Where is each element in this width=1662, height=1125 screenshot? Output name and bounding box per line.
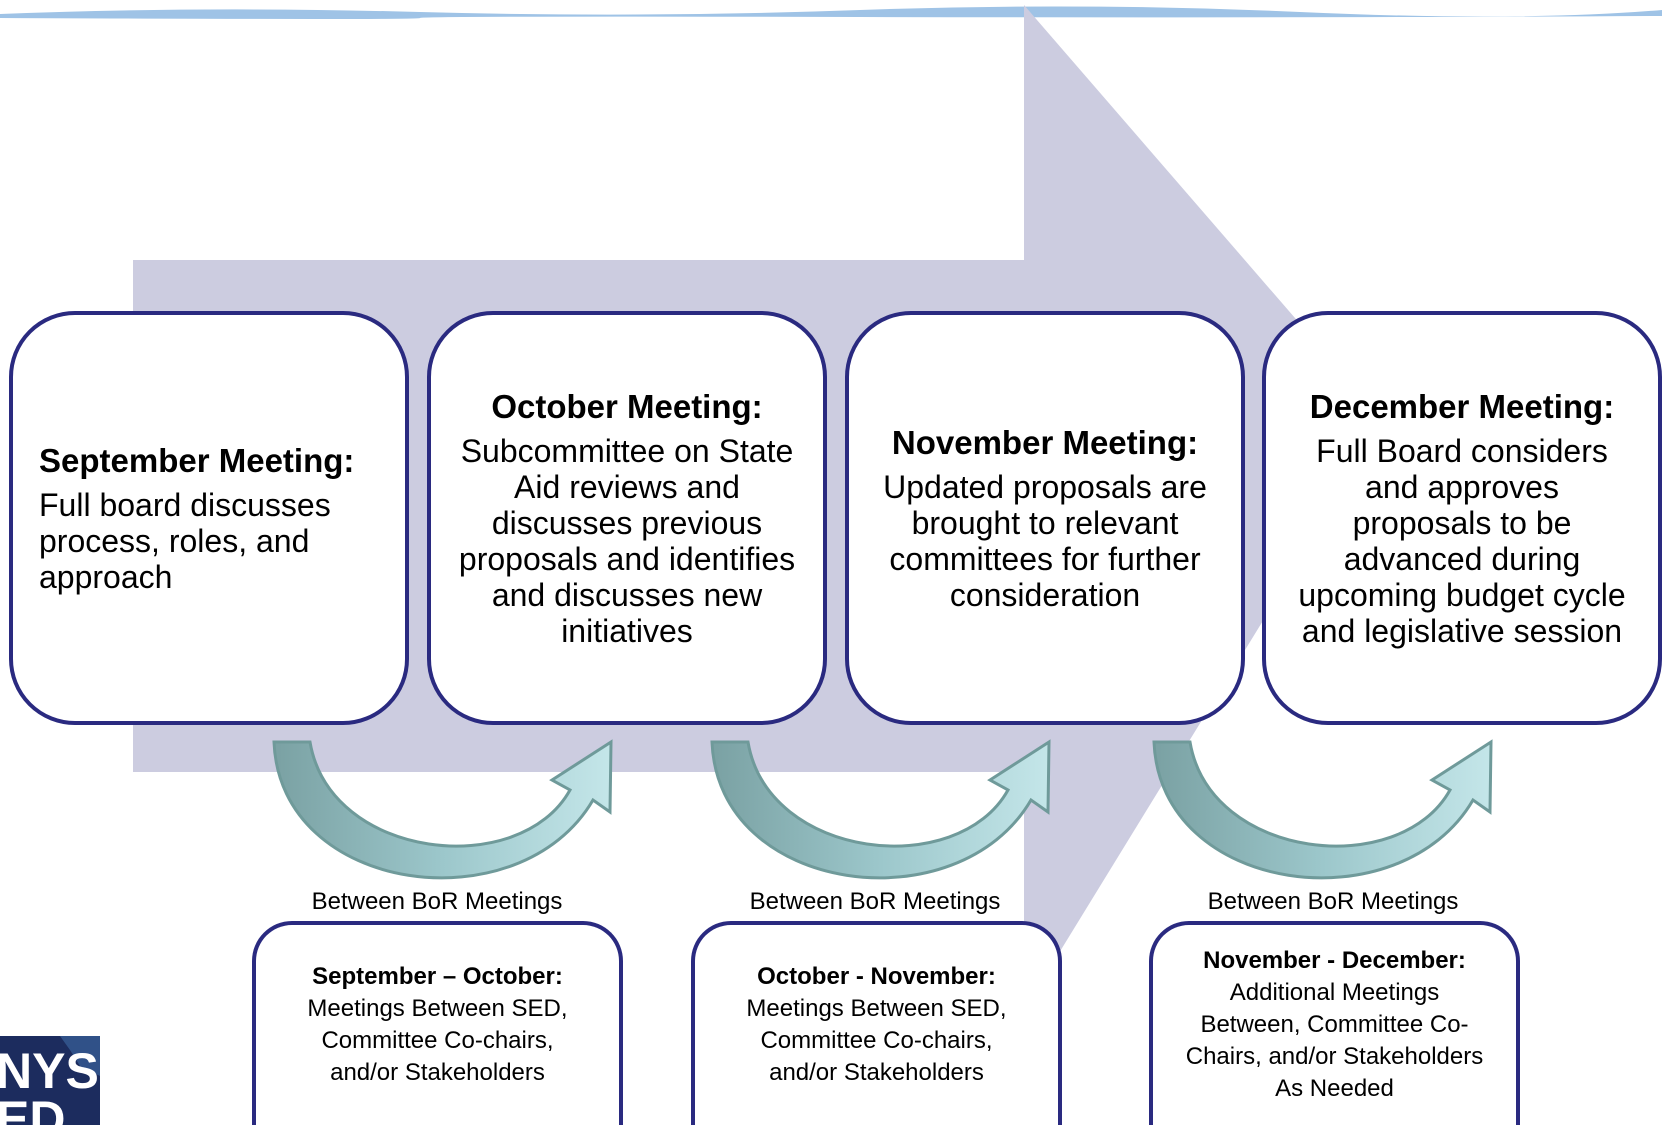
between-box-title: October - November: <box>757 963 996 990</box>
between-box-description: Additional Meetings Between, Committee C… <box>1185 979 1484 1102</box>
meeting-title: November Meeting: <box>891 424 1199 461</box>
nysed-logo: NYS ED <box>0 1036 100 1125</box>
meeting-title: December Meeting: <box>1309 388 1615 425</box>
loop-arrow-3 <box>1152 739 1493 880</box>
svg-text:NYS: NYS <box>0 1043 99 1099</box>
between-box-description: Meetings Between SED, Committee Co-chair… <box>746 995 1007 1086</box>
between-meetings-label: Between BoR Meetings <box>749 888 1001 915</box>
between-meetings-label: Between BoR Meetings <box>311 888 563 915</box>
loop-arrow-2 <box>710 739 1051 880</box>
between-box-description: Meetings Between SED, Committee Co-chair… <box>307 995 568 1086</box>
nysed-logo-icon: NYS ED <box>0 1036 100 1125</box>
meeting-title: October Meeting: <box>491 388 763 425</box>
loop-arrow-1 <box>272 739 613 880</box>
between-meetings-label: Between BoR Meetings <box>1207 888 1459 915</box>
between-box-nov-dec: November - December: Additional Meetings… <box>1149 921 1520 1125</box>
meeting-description: Full Board considers and approves propos… <box>1298 433 1626 649</box>
meeting-box-september: September Meeting: Full board discusses … <box>9 311 409 725</box>
meeting-title: September Meeting: <box>39 442 355 479</box>
top-rule <box>0 6 1662 19</box>
between-box-oct-nov: October - November: Meetings Between SED… <box>691 921 1062 1125</box>
meeting-description: Subcommittee on State Aid reviews and di… <box>458 433 796 649</box>
meeting-description: Full board discusses process, roles, and… <box>39 487 331 595</box>
meeting-box-october: October Meeting: Subcommittee on State A… <box>427 311 827 725</box>
between-box-sep-oct: September – October: Meetings Between SE… <box>252 921 623 1125</box>
meeting-box-december: December Meeting: Full Board considers a… <box>1262 311 1662 725</box>
between-box-title: September – October: <box>312 963 563 990</box>
between-box-title: November - December: <box>1203 947 1466 974</box>
meeting-box-november: November Meeting: Updated proposals are … <box>845 311 1245 725</box>
svg-text:ED: ED <box>0 1091 65 1125</box>
meeting-description: Updated proposals are brought to relevan… <box>883 469 1207 613</box>
